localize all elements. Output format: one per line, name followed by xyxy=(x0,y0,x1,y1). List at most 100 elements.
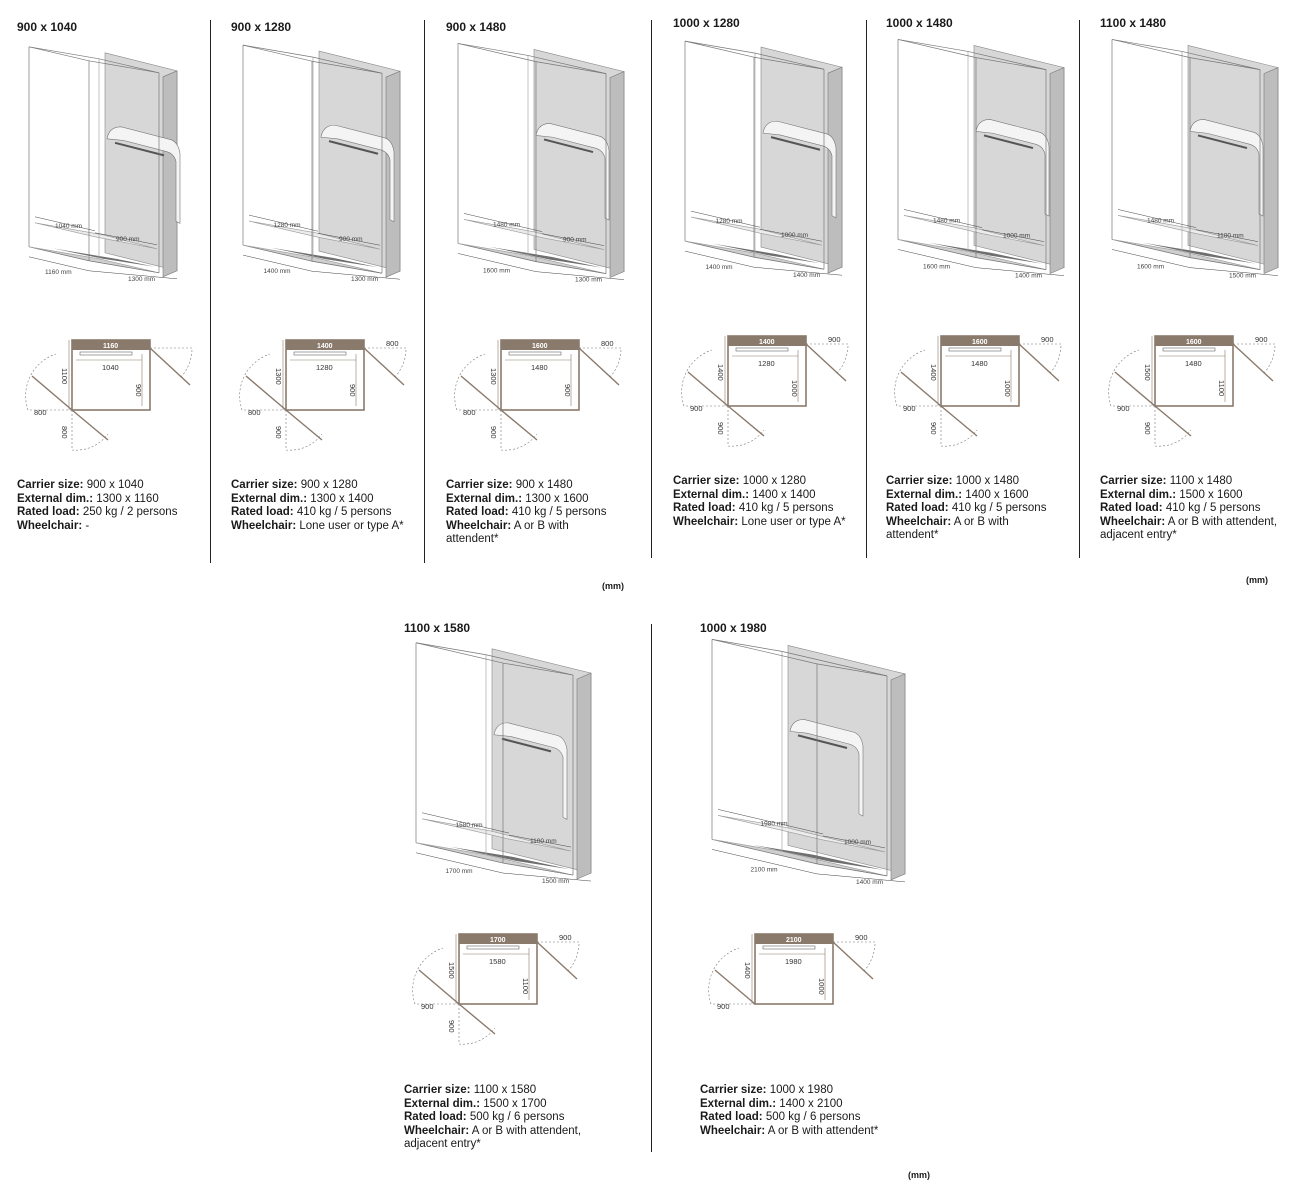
pit-shadow xyxy=(1143,242,1256,264)
wheelchair-value: A or B with attendent* xyxy=(886,515,1009,542)
external-width-label: 1400 mm xyxy=(793,272,820,279)
plan-right-label: 1000 xyxy=(790,380,799,397)
plan-right-label: 900 xyxy=(348,384,357,397)
external-depth-label: 1400 mm xyxy=(706,264,733,271)
plan-top-label: 1600 xyxy=(1186,339,1202,346)
plan-left-label: 1100 xyxy=(60,368,69,384)
model-title: 1000 x 1480 xyxy=(886,16,953,30)
carrier-width-label: 1100 mm xyxy=(530,838,557,845)
ext-width-dim-line xyxy=(975,267,1065,276)
depth-dim-line xyxy=(903,209,983,228)
external-label: External dim.: xyxy=(673,488,750,501)
door-swing-right xyxy=(833,941,876,973)
plan-right-label: 1100 xyxy=(521,978,530,994)
load-label: Rated load: xyxy=(1100,502,1163,515)
plan-door-side-label: 900 xyxy=(903,404,916,413)
carrier-width-label: 900 mm xyxy=(339,236,362,243)
external-width-label: 1300 mm xyxy=(128,276,155,283)
load-value: 410 kg / 5 persons xyxy=(296,506,392,519)
door-swing-bottom xyxy=(71,410,109,451)
door-left xyxy=(245,375,287,411)
external-label: External dim.: xyxy=(17,492,94,505)
plan-door-side-label: 900 xyxy=(690,404,703,413)
plan-inner-label: 1980 xyxy=(785,957,802,966)
door-swing-bottom xyxy=(1154,406,1192,447)
carrier-depth-label: 1040 mm xyxy=(55,223,82,230)
door-left xyxy=(687,371,729,407)
load-value: 410 kg / 5 persons xyxy=(1165,502,1261,515)
load-value: 410 kg / 5 persons xyxy=(511,506,607,519)
door-swing-right xyxy=(150,347,193,379)
plan-inner-label: 1580 xyxy=(489,957,506,966)
control-panel xyxy=(493,722,568,820)
external-depth-label: 2100 mm xyxy=(751,867,778,874)
load-label: Rated load: xyxy=(886,502,949,515)
width-dim-line xyxy=(317,232,381,246)
plan-left-label: 1400 xyxy=(716,364,725,381)
width-dim-line xyxy=(508,834,572,848)
plan-door-side-label: 800 xyxy=(248,408,261,417)
panel-separator xyxy=(651,624,652,1152)
handrail xyxy=(328,140,379,155)
plan-door-bottom-label: 900 xyxy=(716,422,725,435)
door-left xyxy=(714,969,756,1005)
spec-block: Carrier size: 1000 x 1980 External dim.:… xyxy=(700,1084,900,1138)
enclosure-frame xyxy=(457,43,607,274)
control-panel xyxy=(106,126,181,224)
plan-door-side-label: 900 xyxy=(717,1002,730,1011)
control-panel xyxy=(789,719,864,817)
depth-dim-line xyxy=(717,809,824,835)
plan-door-bottom-label: 900 xyxy=(489,426,498,439)
plan-top-label: 1160 xyxy=(103,343,118,350)
carrier-width-label: 1000 mm xyxy=(1003,233,1030,240)
carrier-value: 1100 x 1580 xyxy=(473,1084,537,1096)
door-bottom xyxy=(500,409,538,441)
door-swing-right xyxy=(1233,343,1276,375)
width-dim-line xyxy=(541,233,605,246)
plan-inner-label: 1480 xyxy=(531,363,548,372)
ext-width-dim-line xyxy=(502,872,592,882)
width-dim-line xyxy=(759,228,823,242)
spec-block: Carrier size: 1000 x 1480 External dim.:… xyxy=(886,475,1064,543)
plan-top-label: 2100 xyxy=(786,937,802,944)
carrier-depth-label: 1580 mm xyxy=(456,822,483,829)
carrier-value: 1100 x 1480 xyxy=(1169,475,1233,487)
door-right xyxy=(536,941,578,980)
plan-door-top-label: 900 xyxy=(828,335,841,344)
spec-block: Carrier size: 1100 x 1580 External dim.:… xyxy=(404,1084,604,1152)
carrier-depth-label: 1980 mm xyxy=(761,821,788,828)
plan-right-label: 1100 xyxy=(1217,380,1226,396)
wheelchair-label: Wheelchair: xyxy=(1100,515,1166,528)
carrier-depth-label: 1280 mm xyxy=(716,218,743,225)
panel-separator xyxy=(424,20,425,563)
door-right xyxy=(805,343,847,382)
platform xyxy=(1117,215,1259,246)
control-strip xyxy=(459,934,537,944)
external-label: External dim.: xyxy=(231,492,308,505)
load-label: Rated load: xyxy=(17,506,80,519)
model-title: 1100 x 1480 xyxy=(1100,16,1167,30)
external-value: 1500 x 1600 xyxy=(1179,488,1243,501)
depth-dim-line xyxy=(690,210,761,228)
model-title: 1100 x 1580 xyxy=(404,621,471,635)
wheelchair-label: Wheelchair: xyxy=(700,1124,766,1137)
wheelchair-label: Wheelchair: xyxy=(673,515,739,528)
control-strip xyxy=(728,336,806,346)
spec-block: Carrier size: 1100 x 1480 External dim.:… xyxy=(1100,475,1278,543)
door-bottom xyxy=(727,405,765,437)
carrier-value: 1000 x 1480 xyxy=(955,475,1019,487)
plan-door-top-label: 900 xyxy=(559,933,572,942)
door-swing-right xyxy=(537,941,580,973)
ext-width-dim-line xyxy=(753,266,843,276)
ext-width-dim-line xyxy=(88,270,178,280)
door-swing-left xyxy=(894,349,941,407)
wheelchair-value: Lone user or type A* xyxy=(741,515,846,528)
door-right xyxy=(363,347,405,386)
plan-left-label: 1500 xyxy=(447,962,456,979)
